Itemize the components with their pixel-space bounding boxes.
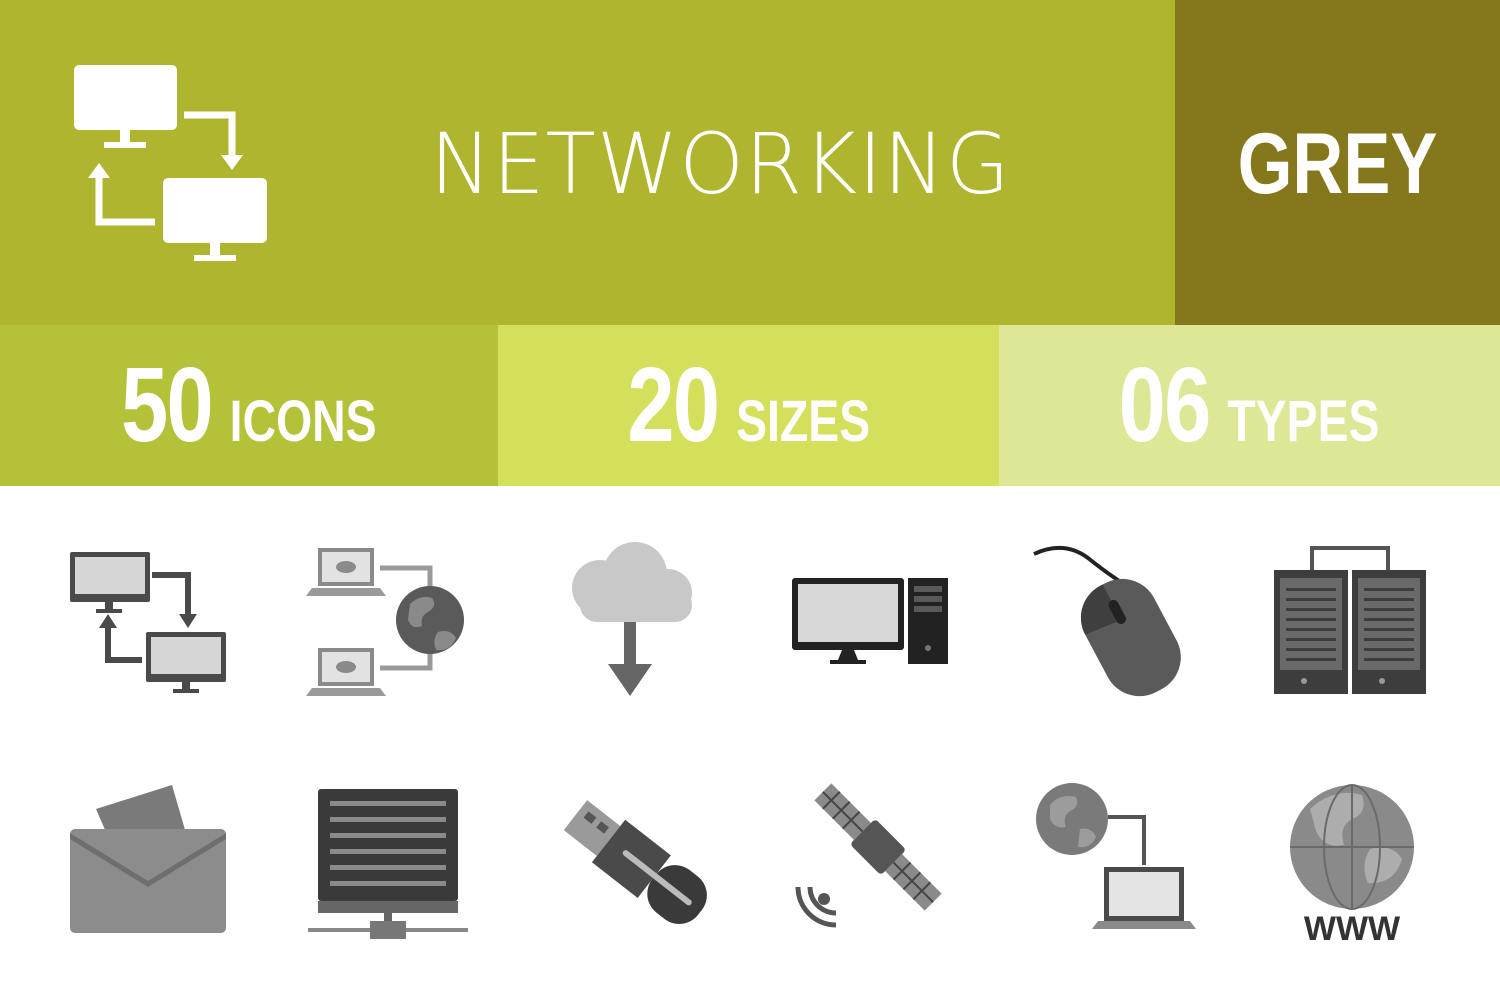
page-title: NETWORKING <box>430 115 1011 213</box>
network-transfer-icon <box>66 60 276 266</box>
server-racks-icon <box>1260 538 1440 718</box>
stat-icons: 50 ICONS <box>0 325 498 486</box>
stat-types-label: TYPES <box>1227 389 1380 454</box>
stat-icons-number: 50 <box>121 346 214 464</box>
satellite-icon <box>780 769 960 949</box>
globe-laptop-icon <box>1020 769 1200 949</box>
desktop-computer-icon <box>780 538 960 718</box>
stat-sizes-label: SIZES <box>735 389 870 454</box>
usb-drive-icon <box>540 769 720 949</box>
header-side-panel <box>1175 0 1500 325</box>
computer-mouse-icon <box>1020 538 1200 718</box>
server-rack-icon <box>300 769 480 949</box>
www-label: WWW <box>1304 910 1401 948</box>
laptops-globe-icon <box>300 538 480 718</box>
stat-types-number: 06 <box>1119 346 1212 464</box>
variant-label: GREY <box>1237 116 1438 212</box>
cloud-download-icon <box>540 538 720 718</box>
header-banner: NETWORKING GREY <box>0 0 1500 325</box>
stats-bar: 50 ICONS 20 SIZES 06 TYPES <box>0 325 1500 486</box>
stat-icons-label: ICONS <box>229 389 377 454</box>
stat-sizes: 20 SIZES <box>498 325 999 486</box>
email-envelope-icon <box>60 769 240 949</box>
network-transfer-icon <box>60 538 240 718</box>
stat-sizes-number: 20 <box>627 346 720 464</box>
stat-types: 06 TYPES <box>999 325 1500 486</box>
header-main-panel: NETWORKING <box>0 0 1175 325</box>
www-globe-icon: WWW <box>1260 769 1440 949</box>
icon-grid: WWW <box>0 486 1500 998</box>
